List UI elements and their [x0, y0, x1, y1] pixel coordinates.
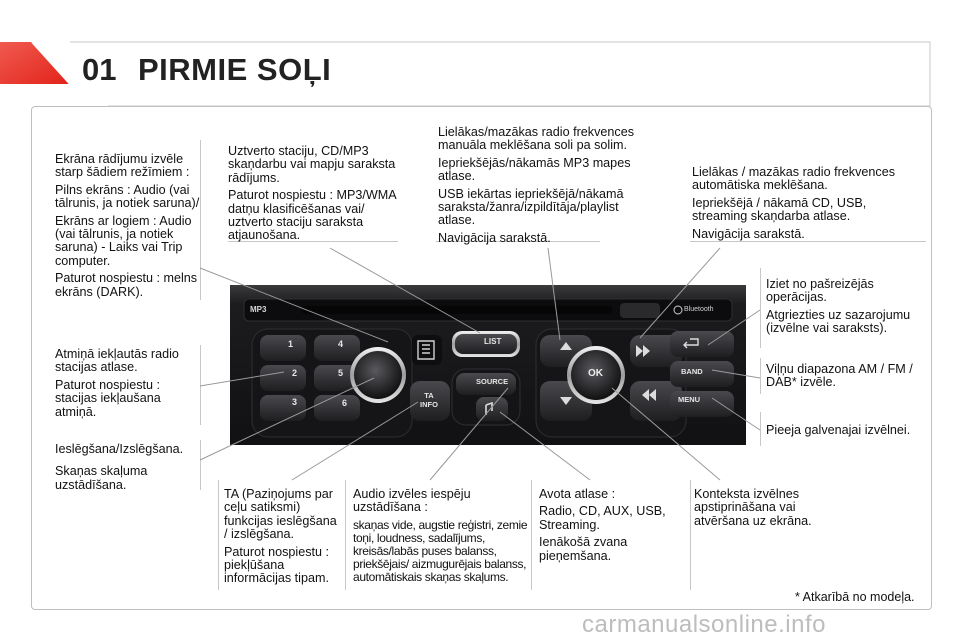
callout-line: Konteksta izvēlnes apstiprināšana vai at… [694, 487, 812, 528]
footnote: * Atkarībā no modeļa. [795, 590, 915, 604]
callout-line: Iepriekšējā / nākamā CD, USB, streaming … [692, 195, 867, 224]
up-arrow-icon [560, 342, 572, 350]
callout-line: TA (Paziņojums par ceļu satiksmi) funkci… [224, 487, 337, 542]
band-button[interactable]: BAND [681, 367, 703, 376]
callout-line: Iepriekšējās/nākamās MP3 mapes atlase. [438, 155, 631, 184]
watermark: carmanualsonline.info [582, 611, 826, 638]
preset-5-button[interactable]: 5 [338, 368, 344, 378]
divider [760, 412, 761, 446]
info-label: INFO [420, 400, 438, 409]
callout-line: Atmiņā iekļautās radio stacijas atlase. [55, 347, 179, 375]
ta-label: TA [424, 391, 434, 400]
callout-line: Avota atlase : [539, 487, 616, 501]
callout-line: Lielākas/mazākas radio frekvences manuāl… [438, 125, 634, 153]
callout-line: Ienākošā zvana pieņemšana. [539, 535, 628, 563]
callout-line: USB iekārtas iepriekšējā/nākamā saraksta… [438, 186, 624, 228]
divider [200, 140, 201, 300]
chapter-number: 01 [82, 52, 117, 87]
callout-line: Uztverto staciju, CD/MP3 skaņdarbu vai m… [228, 144, 396, 185]
preset-2-button[interactable]: 2 [292, 368, 298, 378]
callout-line: Pilns ekrāns : Audio (vai tālrunis, ja n… [55, 182, 200, 211]
callout-power: Ieslēgšana/Izslēgšana. Skaņas skaļuma uz… [55, 442, 201, 496]
callout-line: Atgriezties uz sazarojumu (izvēlne vai s… [766, 307, 911, 336]
callout-context: Konteksta izvēlnes apstiprināšana vai at… [694, 487, 834, 532]
callout-line: Viļņu diapazona AM / FM / DAB* izvēle. [766, 362, 913, 390]
callout-line: Paturot nospiestu : melns ekrāns (DARK). [55, 271, 198, 299]
ta-info-button[interactable]: TA INFO [420, 391, 438, 409]
divider [200, 440, 201, 490]
callout-line: skaņas vide, augstie reģistri, zemie toņ… [353, 517, 528, 584]
radio-control-panel [230, 285, 746, 445]
divider [436, 241, 600, 242]
preset-4-button[interactable]: 4 [338, 339, 344, 349]
callout-line: Ekrāna rādījumu izvēle starp šādiem režī… [55, 152, 190, 180]
callout-presets: Atmiņā iekļautās radio stacijas atlase. … [55, 347, 201, 423]
back-icon [683, 338, 699, 349]
mp3-label: MP3 [250, 305, 267, 314]
divider [760, 268, 761, 348]
callout-display-mode: Ekrāna rādījumu izvēle starp šādiem režī… [55, 152, 201, 303]
callout-line: Lielākas / mazākas radio frekvences auto… [692, 165, 895, 193]
divider [345, 480, 346, 590]
callout-eject: Uztverto staciju, CD/MP3 skaņdarbu vai m… [228, 144, 408, 247]
ok-button[interactable]: OK [588, 368, 603, 379]
callout-line: Skaņas skaļuma uzstādīšana. [55, 464, 148, 492]
divider [228, 241, 398, 242]
chapter-title: PIRMIE SOĻI [138, 52, 332, 87]
callout-back: Iziet no pašreizējās operācijas. Atgriez… [766, 277, 926, 340]
callout-line: Iziet no pašreizējās operācijas. [766, 277, 874, 305]
bluetooth-label: Bluetooth [684, 306, 714, 313]
eject-list-icon [417, 340, 435, 360]
callout-list: Lielākas/mazākas radio frekvences manuāl… [438, 125, 634, 249]
divider [218, 480, 219, 590]
seek-forward-icon [636, 345, 650, 357]
callout-band: Viļņu diapazona AM / FM / DAB* izvēle. [766, 362, 930, 394]
list-button[interactable]: LIST [484, 337, 502, 346]
callout-line: Audio izvēles iespēju uzstādīšana : [353, 487, 471, 515]
callout-line: Paturot nospiestu : piekļūšana informāci… [224, 544, 330, 586]
callout-menu: Pieeja galvenajai izvēlnei. [766, 423, 930, 441]
callout-line: Ieslēgšana/Izslēgšana. [55, 442, 184, 456]
callout-line: Ekrāns ar logiem : Audio (vai tālrunis, … [55, 213, 192, 268]
divider [690, 480, 691, 590]
callout-seek: Lielākas / mazākas radio frekvences auto… [692, 165, 906, 245]
callout-source: Avota atlase : Radio, CD, AUX, USB, Stre… [539, 487, 685, 567]
down-arrow-icon [560, 397, 572, 405]
callout-audio: Audio izvēles iespēju uzstādīšana : skaņ… [353, 487, 529, 588]
callout-line: Paturot nospiestu : stacijas iekļaušana … [55, 377, 161, 419]
preset-3-button[interactable]: 3 [292, 397, 298, 407]
divider [760, 358, 761, 394]
preset-6-button[interactable]: 6 [342, 398, 348, 408]
divider [531, 480, 532, 590]
callout-line: Navigācija sarakstā. [438, 230, 551, 245]
preset-1-button[interactable]: 1 [288, 339, 294, 349]
callout-line: Navigācija sarakstā. [692, 226, 805, 241]
callout-line: Paturot nospiestu : MP3/WMA datņu klasif… [228, 188, 396, 243]
callout-ta: TA (Paziņojums par ceļu satiksmi) funkci… [224, 487, 342, 590]
menu-button[interactable]: MENU [678, 395, 701, 404]
callout-line: Pieeja galvenajai izvēlnei. [766, 423, 911, 437]
source-button[interactable]: SOURCE [476, 377, 509, 386]
callout-line: Radio, CD, AUX, USB, Streaming. [539, 504, 666, 532]
divider [690, 241, 926, 242]
